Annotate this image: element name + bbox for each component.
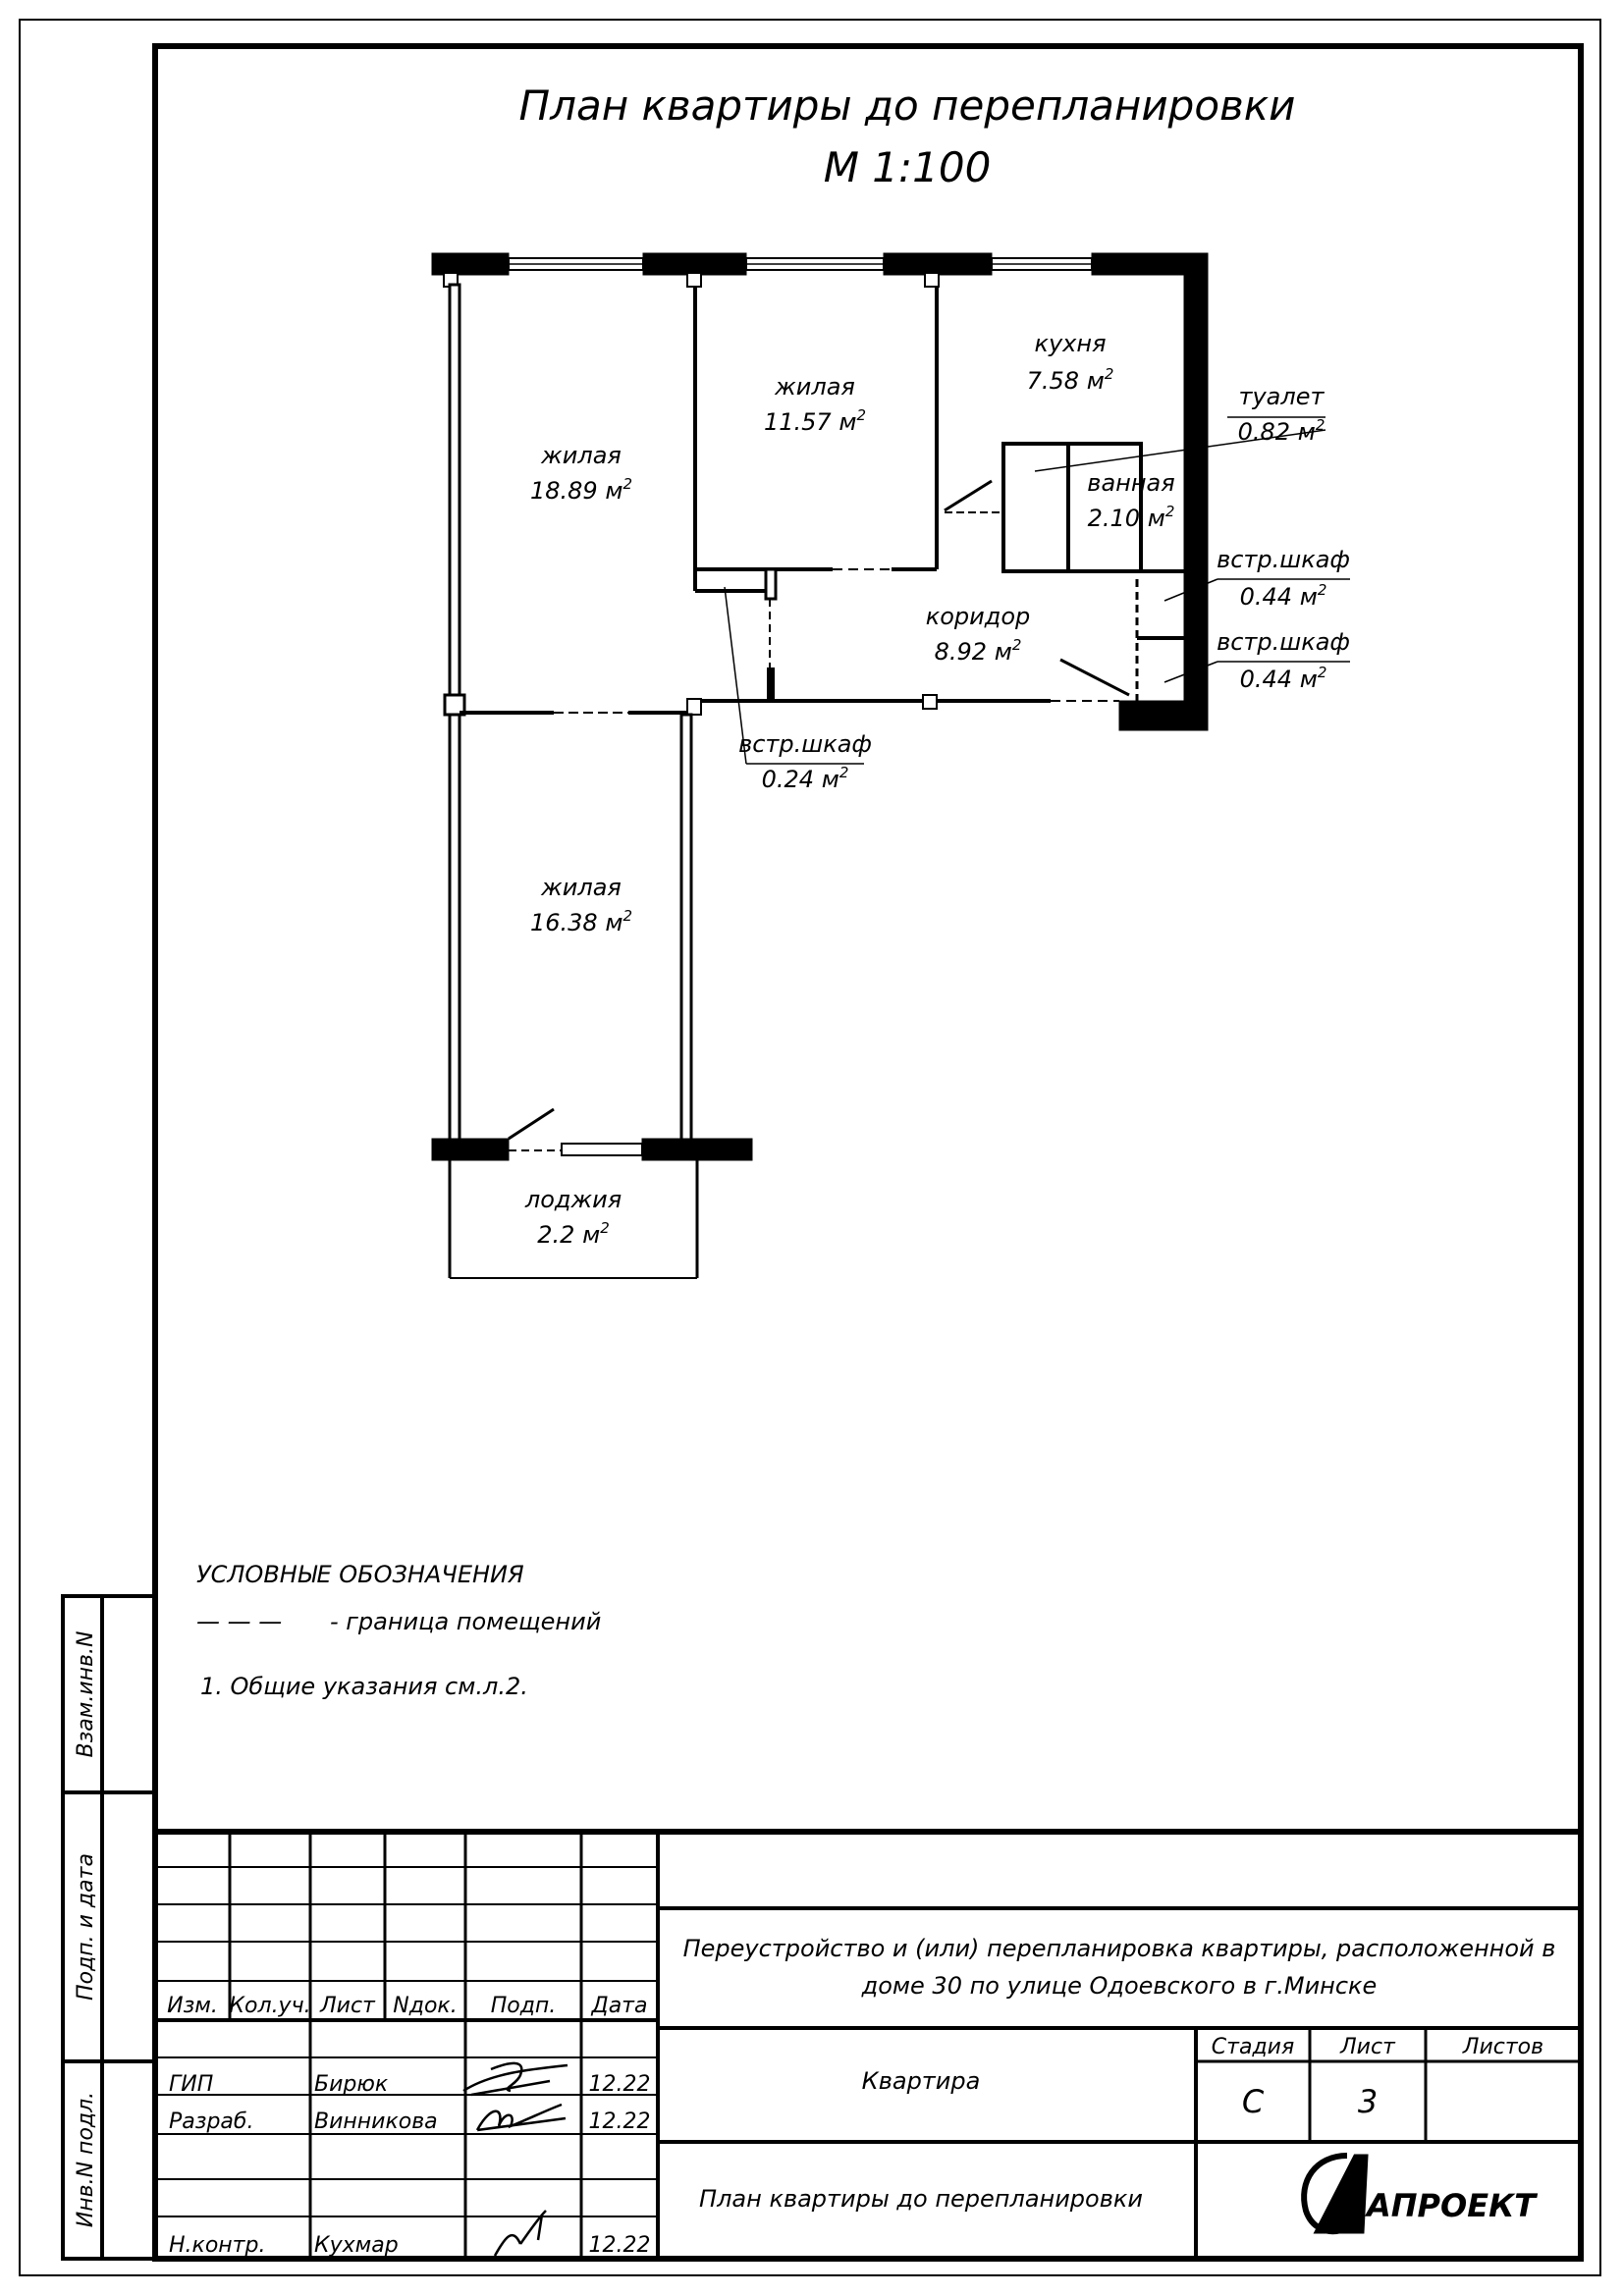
legend-heading: УСЛОВНЫЕ ОБОЗНАЧЕНИЯ [196,1561,524,1588]
signer-role: Н.контр. [169,2233,265,2258]
legend: УСЛОВНЫЕ ОБОЗНАЧЕНИЯ — — — - граница пом… [196,1561,601,1700]
room-name: лоджия [524,1186,622,1213]
signer-date: 12.22 [589,2233,651,2258]
podp-label: Подп. и дата [74,1853,98,2001]
room-area: 0.82 м2 [1238,416,1325,446]
project-line-1: Переустройство и (или) перепланировка кв… [683,1935,1556,1962]
room-name: жилая [774,373,855,400]
company-name: АПРОЕКТ [1364,2187,1538,2224]
title-block: Изм. Кол.уч. Лист Nдок. Подп. Дата ГИП Б… [155,1829,1581,2259]
pier [431,252,510,276]
signer-date: 12.22 [589,2109,651,2134]
signer-name: Бирюк [314,2072,389,2097]
header-list: Лист [319,1994,376,2018]
signature-marks [462,2061,568,2257]
room-area: 7.58 м2 [1027,365,1114,395]
room-name: встр.шкаф [1217,546,1350,573]
header-ndok: Nдок. [393,1994,457,2018]
room-name: ванная [1087,469,1174,497]
sheet-label: Лист [1339,2035,1396,2059]
legend-line-symbol: — — — [196,1608,282,1635]
room-labels: жилая 18.89 м2 жилая 11.57 м2 кухня 7.58… [524,330,1350,1249]
sheet-title: План квартиры до перепланировки [699,2185,1143,2213]
room-area: 2.2 м2 [537,1219,609,1249]
room-area: 0.24 м2 [762,764,849,793]
project-line-2: доме 30 по улице Одоевского в г.Минске [861,1972,1378,2000]
floor-plan [431,252,1350,1279]
header-koluch: Кол.уч. [229,1994,310,2018]
side-stamp: Взам.инв.N Подп. и дата Инв.N подл. [61,1594,157,2261]
outer-trim-line [19,19,1601,2276]
room-area: 11.57 м2 [764,406,866,436]
room-name: коридор [926,603,1031,630]
sheet-frame [19,19,1601,2276]
top-wall [431,252,1209,288]
signer-role: Разраб. [169,2109,253,2134]
header-izm: Изм. [167,1994,218,2018]
header-data: Дата [591,1994,648,2018]
general-note: 1. Общие указания см.л.2. [200,1673,528,1700]
signer-name: Винникова [314,2109,438,2134]
room-area: 8.92 м2 [935,636,1022,666]
drawing-title: План квартиры до перепланировки [519,81,1296,130]
room-name: жилая [540,442,622,469]
inner-frame [152,43,1584,2262]
room-name: жилая [540,874,622,901]
room-area: 18.89 м2 [530,475,632,505]
pier [641,1138,753,1161]
room-area: 0.44 м2 [1240,664,1327,693]
wc-bath-block [1001,442,1143,573]
header-podp: Подп. [491,1994,557,2018]
legend-boundary-text: - граница помещений [330,1608,601,1635]
room-name: встр.шкаф [1217,628,1350,656]
room-area: 16.38 м2 [530,907,632,936]
right-wall-corner [1118,700,1209,731]
stage-label: Стадия [1212,2035,1294,2059]
left-wall [443,283,466,1152]
company-logo: АПРОЕКТ [1301,2153,1538,2235]
drawing-scale: М 1:100 [824,143,992,191]
room-name: туалет [1239,383,1325,410]
vzam-label: Взам.инв.N [74,1631,98,1758]
inv-label: Инв.N подл. [74,2092,98,2227]
room-name: встр.шкаф [738,730,872,758]
room-area: 2.10 м2 [1088,503,1175,532]
sheets-label: Листов [1462,2035,1543,2059]
pier [431,1138,510,1161]
sheet-value: 3 [1358,2083,1378,2120]
pier [883,252,993,276]
right-wall [1183,252,1209,731]
stage-value: С [1242,2083,1265,2120]
object-name: Квартира [862,2067,981,2095]
signer-role: ГИП [169,2072,213,2097]
room-area: 0.44 м2 [1240,581,1327,611]
signer-name: Кухмар [314,2233,399,2258]
pier [642,252,747,276]
room-name: кухня [1034,330,1106,357]
signer-date: 12.22 [589,2072,651,2097]
